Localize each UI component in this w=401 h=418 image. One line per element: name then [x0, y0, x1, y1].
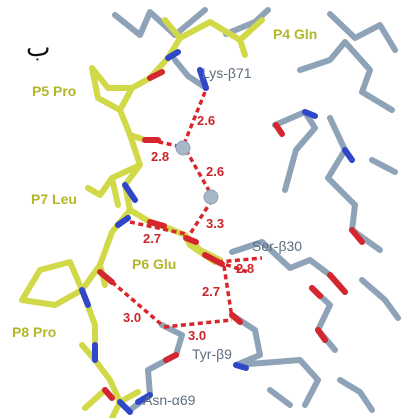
water-2 — [203, 189, 219, 205]
label-tyr-b9: Tyr-β9 — [192, 346, 232, 362]
panel-letter: ب — [26, 33, 50, 63]
protein-labels: Lys-β71 Ser-β30 Tyr-β9 Asn-α69 — [143, 65, 302, 408]
distance-lys-water1: 2.6 — [197, 113, 215, 128]
distance-pro-water1: 2.8 — [151, 149, 169, 164]
distance-water1-water2: 2.6 — [206, 164, 224, 179]
water-molecules — [175, 140, 219, 205]
water-1 — [175, 140, 191, 156]
label-ser-b30: Ser-β30 — [252, 238, 302, 254]
label-asn-a69: Asn-α69 — [143, 392, 196, 408]
label-p8-pro: P8 Pro — [12, 324, 56, 340]
distance-leu-glu: 2.7 — [143, 231, 161, 246]
label-p7-leu: P7 Leu — [31, 191, 77, 207]
label-p6-glu: P6 Glu — [132, 256, 176, 272]
peptide-labels: P4 Gln P5 Pro P7 Leu P6 Glu P8 Pro — [12, 26, 317, 340]
distance-labels: 2.6 2.8 2.6 3.3 2.7 2.8 2.7 3.0 3.0 — [123, 113, 254, 343]
protein-atoms — [135, 67, 365, 405]
label-p5-pro: P5 Pro — [32, 83, 76, 99]
distance-asn-tyr: 3.0 — [188, 328, 206, 343]
distance-glu-ser: 2.8 — [236, 261, 254, 276]
distance-pro-asn: 3.0 — [123, 310, 141, 325]
label-lys-b71: Lys-β71 — [202, 65, 252, 81]
distance-glu-tyr: 2.7 — [202, 284, 220, 299]
distance-water2-glu: 3.3 — [206, 216, 224, 231]
label-p4-gln: P4 Gln — [273, 26, 317, 42]
